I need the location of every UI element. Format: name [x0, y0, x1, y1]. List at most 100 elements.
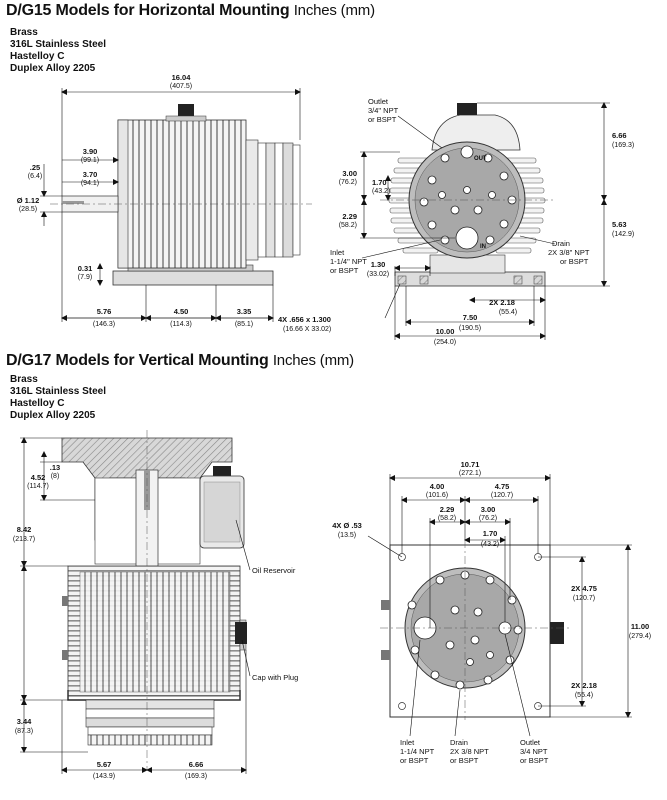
- dim-value: 3.35: [237, 307, 252, 316]
- dim-value: .25: [30, 163, 40, 172]
- dim-value-mm: (87.3): [15, 728, 33, 735]
- leader-line: [367, 535, 403, 558]
- manifold-plate: [257, 142, 267, 258]
- callout-outlet: Outlet: [368, 97, 389, 106]
- vertical-side-view: [61, 430, 247, 770]
- section-title-vertical: D/G17 Models for Vertical Mounting Inche…: [6, 352, 354, 369]
- reservoir-cap: [213, 466, 231, 476]
- callout-outlet: 3/4" NPT: [368, 106, 399, 115]
- dim-value: 10.71: [461, 460, 480, 469]
- material-item: Brass: [10, 27, 38, 38]
- side-bolt: [62, 650, 68, 660]
- callout-drain: or BSPT: [450, 756, 479, 765]
- dim-value-mm: (272.1): [459, 470, 481, 477]
- manifold-plate: [245, 139, 259, 261]
- manifold-plate: [85, 708, 215, 719]
- material-item: 316L Stainless Steel: [10, 386, 106, 397]
- callout-outlet: or BSPT: [520, 756, 549, 765]
- callout-cap-with-plug: Cap with Plug: [252, 673, 298, 682]
- dim-value: 5.63: [612, 220, 627, 229]
- leader-line: [361, 239, 441, 259]
- manifold-plate: [85, 699, 215, 710]
- dim-value-mm: (6.4): [28, 173, 42, 180]
- dim-value: 11.00: [631, 622, 649, 631]
- callout-outlet: or BSPT: [368, 115, 397, 124]
- dim-value-mm: (120.7): [573, 595, 595, 602]
- dim-value-mm: (28.5): [19, 206, 37, 213]
- dim-value-mm: (99.1): [81, 157, 99, 164]
- dim-value: 5.76: [97, 307, 112, 316]
- mount-slot: [533, 275, 543, 285]
- dim-value: 1.70: [372, 178, 387, 187]
- material-item: Duplex Alloy 2205: [10, 63, 96, 74]
- manifold-plate: [292, 144, 301, 256]
- cap-with-plug: [550, 622, 564, 644]
- dim-value: 2.29: [342, 212, 357, 221]
- dim-value: 1.70: [483, 529, 498, 538]
- dim-value: 10.00: [436, 327, 455, 336]
- leader-line: [397, 115, 443, 149]
- leader-line: [519, 235, 556, 245]
- callout-inlet: or BSPT: [400, 756, 429, 765]
- side-bolt: [62, 596, 68, 606]
- dim-value: 4.75: [495, 482, 510, 491]
- dim-value-mm: (43.2): [372, 188, 390, 195]
- section-title-horizontal: D/G15 Models for Horizontal Mounting Inc…: [6, 2, 375, 19]
- leader-line: [384, 283, 401, 319]
- dim-value-mm: (76.2): [339, 179, 357, 186]
- leader-line: [409, 639, 421, 737]
- callout-outlet: 3/4 NPT: [520, 747, 548, 756]
- manifold-plate: [265, 142, 276, 258]
- side-bolt: [381, 650, 390, 660]
- callout-inlet: 1-1/4 NPT: [400, 747, 435, 756]
- dim-value: 3.00: [342, 169, 357, 178]
- manifold-plate: [87, 726, 213, 736]
- manifold-plate: [85, 717, 215, 728]
- dim-value-mm: (58.2): [339, 222, 357, 229]
- horizontal-side-view: [50, 104, 312, 286]
- dim-value: 4X .656 x 1.300: [278, 315, 331, 324]
- dim-value: 8.42: [17, 525, 32, 534]
- dim-value-mm: (146.3): [93, 321, 115, 328]
- horizontal-front-dims: [360, 102, 610, 340]
- dim-value-mm: (143.9): [93, 773, 115, 780]
- cap-with-plug: [235, 622, 247, 644]
- material-item: Duplex Alloy 2205: [10, 410, 96, 421]
- dim-value-mm: (58.2): [438, 515, 456, 522]
- port-label-out: OUT: [474, 156, 487, 162]
- dim-value-mm: (33.02): [367, 271, 389, 278]
- callout-inlet: Inlet: [400, 738, 415, 747]
- cap-base: [165, 115, 207, 122]
- dim-value-mm: (407.5): [170, 83, 192, 90]
- callout-drain: 2X 3/8" NPT: [548, 248, 590, 257]
- dim-value: 4.50: [174, 307, 189, 316]
- manifold-plate: [274, 142, 284, 258]
- dim-value: 2X 4.75: [571, 584, 597, 593]
- body-fins: [79, 571, 231, 693]
- mount-slot: [513, 275, 523, 285]
- horizontal-side-dim-text: 16.04 (407.5) 3.90 (99.1) 3.70 (94.1) .2…: [17, 73, 253, 328]
- dim-value: 3.70: [83, 170, 98, 179]
- dim-value-mm: (114.7): [27, 483, 49, 490]
- material-item: Hastelloy C: [10, 398, 65, 409]
- vertical-top-view: [380, 540, 570, 720]
- pump-body: [117, 119, 247, 269]
- dim-value-mm: (279.4): [629, 633, 651, 640]
- vertical-top-dim-text: 10.71 (272.1) 4.00 (101.6) 4.75 (120.7) …: [332, 460, 651, 765]
- dim-value: 3.90: [83, 147, 98, 156]
- manifold-bolts: [419, 153, 517, 245]
- dim-value-mm: (101.6): [426, 492, 448, 499]
- dim-value-mm: (94.1): [81, 180, 99, 187]
- port-label-in: IN: [480, 244, 486, 250]
- manifold-bolts-row: [87, 734, 213, 746]
- fill-cap: [178, 104, 194, 118]
- material-item: 316L Stainless Steel: [10, 39, 106, 50]
- mount-slot: [419, 275, 429, 285]
- dim-value: 0.31: [78, 264, 93, 273]
- dim-value: 5.67: [97, 760, 112, 769]
- fill-cap: [457, 103, 477, 115]
- manifold-plate: [282, 142, 294, 258]
- dim-value-mm: (120.7): [491, 492, 513, 499]
- leader-line: [454, 689, 461, 737]
- callout-oil-reservoir: Oil Reservoir: [252, 566, 296, 575]
